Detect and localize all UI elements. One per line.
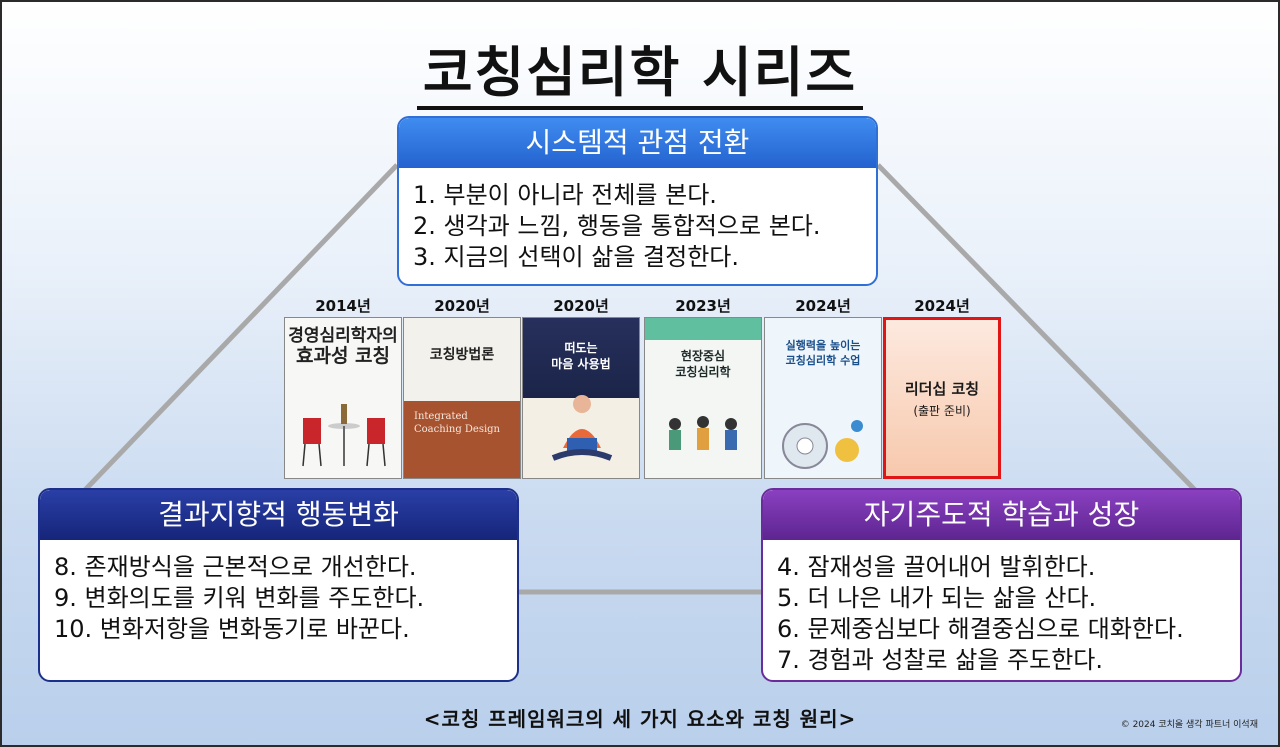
book-year: 2020년 <box>553 297 609 315</box>
cafe-chairs-illustration <box>302 404 386 467</box>
list-item: 2. 생각과 느낌, 행동을 통합적으로 본다. <box>413 212 821 240</box>
book-2023: 2023년 현장중심 코칭심리학 <box>643 295 763 479</box>
list-item: 7. 경험과 성찰로 삶을 주도한다. <box>777 646 1104 674</box>
book-status: (출판 준비) <box>913 404 971 418</box>
book-title: 떠도는 마음 사용법 <box>551 341 611 371</box>
book-cover-pending: 리더십 코칭 (출판 준비) <box>883 317 1001 479</box>
right-box-header: 자기주도적 학습과 성장 <box>763 490 1240 540</box>
book-cover: 경영심리학자의 효과성 코칭 <box>284 317 402 479</box>
group-illustration <box>669 416 737 450</box>
list-item: 9. 변화의도를 키워 변화를 주도한다. <box>54 584 425 612</box>
book-cover: 코칭방법론 Integrated Coaching Design <box>403 317 521 479</box>
book-cover: 떠도는 마음 사용법 <box>522 317 640 479</box>
meditating-person-illustration <box>551 395 613 461</box>
left-principle-box: 결과지향적 행동변화 8. 존재방식을 근본적으로 개선한다. 9. 변화의도를… <box>38 488 519 682</box>
left-box-list: 8. 존재방식을 근본적으로 개선한다. 9. 변화의도를 키워 변화를 주도한… <box>40 540 517 657</box>
copyright-notice: © 2024 코치올 생각 파트너 이석재 <box>1120 720 1258 730</box>
top-box-list: 1. 부분이 아니라 전체를 본다. 2. 생각과 느낌, 행동을 통합적으로 … <box>399 168 876 284</box>
book-2024-leadership: 2024년 리더십 코칭 (출판 준비) <box>882 295 1002 479</box>
left-box-header: 결과지향적 행동변화 <box>40 490 517 540</box>
book-year: 2024년 <box>914 297 970 315</box>
book-2020-mind: 2020년 떠도는 마음 사용법 <box>521 295 641 479</box>
book-title: 실행력을 높이는 코칭심리학 수업 <box>785 339 861 367</box>
list-item: 4. 잠재성을 끌어내어 발휘한다. <box>777 553 1096 581</box>
gears-illustration <box>782 420 863 469</box>
connector-top-right <box>876 163 1197 492</box>
book-year: 2014년 <box>315 297 371 315</box>
diagram-caption: <코칭 프레임워크의 세 가지 요소와 코칭 원리> <box>423 707 857 731</box>
book-title: 리더십 코칭 <box>904 380 980 398</box>
book-title: 경영심리학자의 효과성 코칭 <box>288 326 398 367</box>
book-2014: 2014년 경영심리학자의 효과성 코칭 <box>283 295 403 479</box>
book-title: 현장중심 코칭심리학 <box>675 349 731 379</box>
list-item: 5. 더 나은 내가 되는 삶을 산다. <box>777 584 1097 612</box>
cover-band <box>645 318 761 340</box>
connector-top-left <box>83 163 399 492</box>
book-title: 코칭방법론 <box>429 347 495 363</box>
book-year: 2024년 <box>795 297 851 315</box>
top-box-header: 시스템적 관점 전환 <box>399 118 876 168</box>
list-item: 10. 변화저항을 변화동기로 바꾼다. <box>54 615 410 643</box>
book-year: 2020년 <box>434 297 490 315</box>
book-2024-class: 2024년 실행력을 높이는 코칭심리학 수업 <box>763 295 883 479</box>
right-principle-box: 자기주도적 학습과 성장 4. 잠재성을 끌어내어 발휘한다. 5. 더 나은 … <box>761 488 1242 682</box>
book-cover: 현장중심 코칭심리학 <box>644 317 762 479</box>
list-item: 3. 지금의 선택이 삶을 결정한다. <box>413 243 740 271</box>
book-cover: 실행력을 높이는 코칭심리학 수업 <box>764 317 882 479</box>
book-subtitle: Integrated Coaching Design <box>414 411 501 435</box>
list-item: 1. 부분이 아니라 전체를 본다. <box>413 181 717 209</box>
book-2020-method: 2020년 코칭방법론 Integrated Coaching Design <box>402 295 522 479</box>
right-box-list: 4. 잠재성을 끌어내어 발휘한다. 5. 더 나은 내가 되는 삶을 산다. … <box>763 540 1240 680</box>
top-principle-box: 시스템적 관점 전환 1. 부분이 아니라 전체를 본다. 2. 생각과 느낌,… <box>397 116 878 286</box>
page-title: 코칭심리학 시리즈 <box>0 28 1280 110</box>
book-year: 2023년 <box>675 297 731 315</box>
list-item: 8. 존재방식을 근본적으로 개선한다. <box>54 553 417 581</box>
list-item: 6. 문제중심보다 해결중심으로 대화한다. <box>777 615 1184 643</box>
